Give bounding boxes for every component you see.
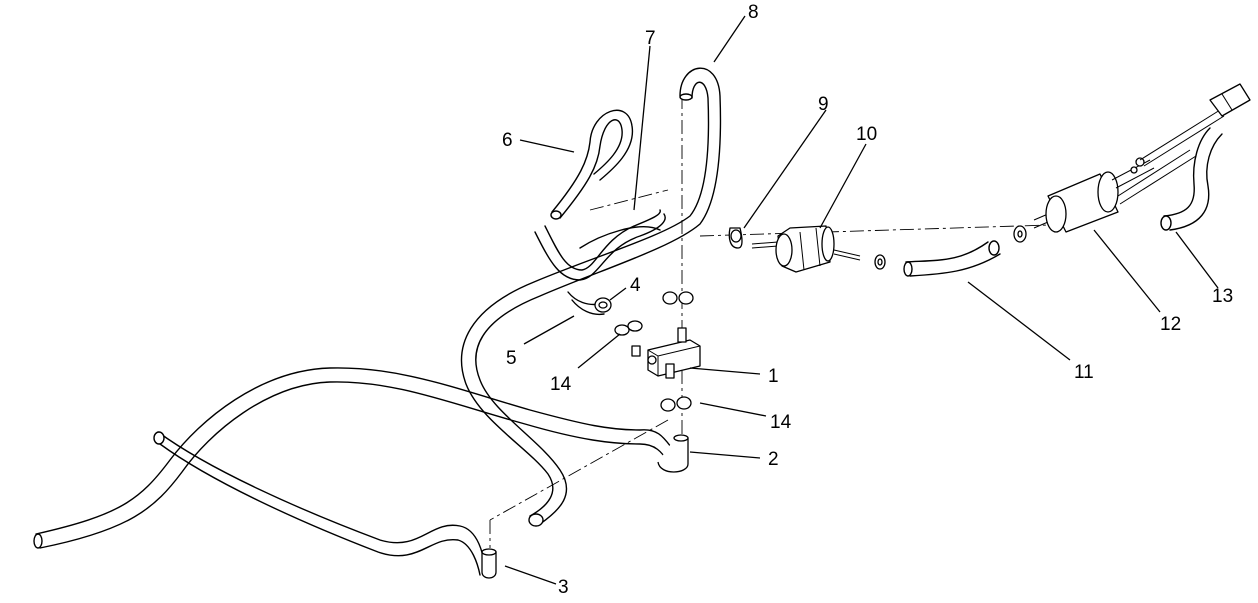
hose-3-lower-fuel-line <box>33 367 676 549</box>
leader-2 <box>689 451 761 459</box>
leader-14b <box>699 402 767 417</box>
callout-6: 6 <box>502 130 513 151</box>
leader-8 <box>713 15 746 63</box>
callout-7: 7 <box>645 28 656 49</box>
leader-lines <box>504 15 1219 585</box>
leader-9 <box>743 109 827 229</box>
leader-5 <box>523 315 575 345</box>
clamp-filter-outlet <box>874 254 886 270</box>
clamp-14-stack-top <box>662 291 694 305</box>
hose-8-return-line <box>460 67 722 527</box>
tee-fitting-1 <box>631 327 701 379</box>
leader-1 <box>689 367 761 375</box>
callout-14a: 14 <box>550 374 572 395</box>
leader-12 <box>1093 229 1161 313</box>
hose-6-vent-loop <box>550 109 634 220</box>
hose-7-connector <box>534 209 666 281</box>
fuel-filter-10 <box>751 225 861 273</box>
leader-4 <box>609 287 627 301</box>
callout-11: 11 <box>1074 362 1094 383</box>
callout-1: 1 <box>768 366 779 387</box>
callout-13: 13 <box>1212 286 1233 307</box>
leader-10 <box>819 143 867 229</box>
assembly-centerlines <box>489 95 1051 548</box>
hose-11-pump-line <box>903 240 1001 277</box>
fuel-pump-12 <box>1033 149 1197 233</box>
leader-13 <box>1175 231 1219 289</box>
callout-14b: 14 <box>770 412 792 433</box>
callout-9: 9 <box>818 94 829 115</box>
leader-6 <box>519 139 575 153</box>
callout-4: 4 <box>630 275 641 296</box>
callout-8: 8 <box>748 2 759 23</box>
leader-3 <box>504 565 557 585</box>
leader-7 <box>633 45 651 211</box>
clamp-4 <box>594 297 612 313</box>
clamp-9 <box>728 227 743 249</box>
hose-13-tank-hose <box>1160 127 1223 231</box>
clamp-14-upper <box>614 320 643 336</box>
hose-3-tank-loop <box>153 431 497 579</box>
clamp-14-stack-bottom <box>660 396 692 412</box>
callout-5: 5 <box>506 348 517 369</box>
pump-wiring-connector <box>1139 83 1251 167</box>
callout-10: 10 <box>856 124 877 145</box>
leader-14a <box>577 333 621 369</box>
callout-12: 12 <box>1160 314 1181 335</box>
callout-labels: 1 2 3 4 5 6 7 8 9 10 11 12 13 14 14 <box>502 2 1233 598</box>
callout-2: 2 <box>768 449 779 470</box>
clamp-pump-inlet <box>1013 225 1027 243</box>
callout-3: 3 <box>558 577 569 598</box>
elbow-2 <box>657 434 689 473</box>
leader-11 <box>967 281 1071 361</box>
